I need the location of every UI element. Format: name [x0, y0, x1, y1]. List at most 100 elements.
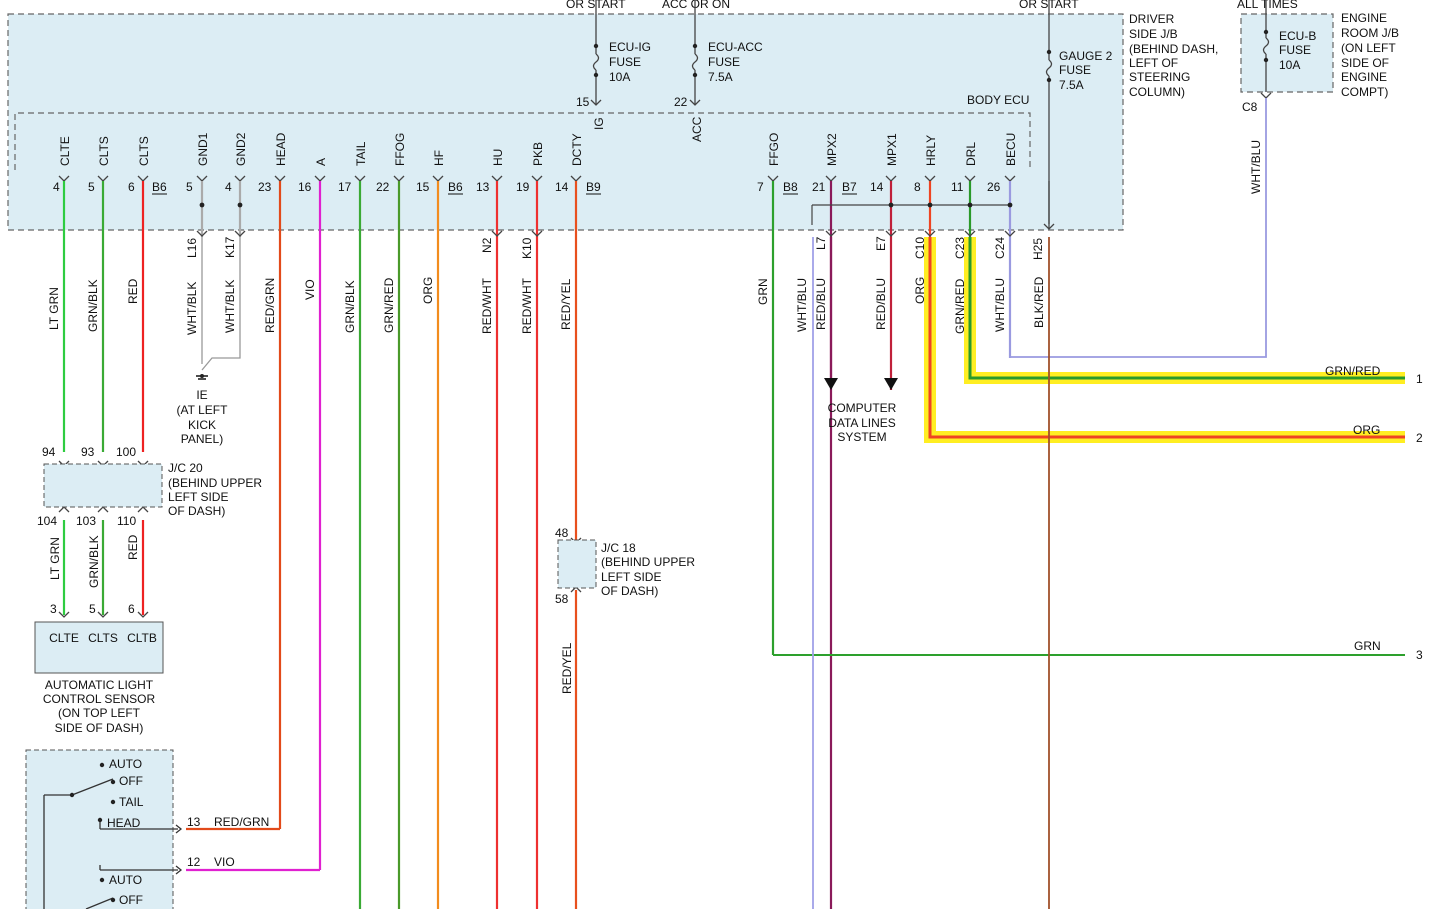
- switch-pos-auto-2: AUTO: [109, 873, 142, 887]
- sensor-wire-red: RED: [126, 534, 140, 560]
- becu-run: [1009, 98, 1267, 358]
- fuse-ecu-ig-2: FUSE: [609, 55, 641, 69]
- erjb-label-3: (ON LEFT: [1341, 41, 1396, 55]
- offpage-num-3: 3: [1416, 648, 1423, 662]
- wire-label-ffgo-13: GRN: [756, 278, 770, 305]
- terminal-pin-drl-17: 11: [951, 180, 964, 194]
- switch-wire-13: RED/GRN: [214, 815, 269, 829]
- terminal-name-drl-17: DRL: [964, 142, 978, 166]
- connector-name-pkb-11: K10: [520, 237, 534, 259]
- wire-label-gnd1-3: WHT/BLK: [185, 282, 199, 335]
- jb-label-2: SIDE J/B: [1129, 27, 1178, 41]
- terminal-name-dcty-12: DCTY: [570, 133, 584, 166]
- h25-label: H25: [1031, 238, 1045, 260]
- jc18-pin-58: 58: [555, 592, 569, 606]
- wire-label-clte-0: LT GRN: [47, 287, 61, 330]
- terminal-name-clte-0: CLTE: [58, 136, 72, 166]
- terminal-lower-chevron-gnd2-4: [234, 230, 246, 237]
- terminal-pin-clte-0: 4: [53, 180, 60, 194]
- connector-name-gnd1-3: L16: [185, 238, 199, 258]
- fuse-ecu-ig-3: 10A: [609, 70, 630, 84]
- jc18-label-3: LEFT SIDE: [601, 570, 661, 584]
- terminal-pin-mpx1-15: 14: [870, 180, 884, 194]
- cdl-label-2: DATA LINES: [828, 416, 896, 430]
- wire-label-becu-18: WHT/BLU: [993, 278, 1007, 332]
- fuse-ecu-ig-1: ECU-IG: [609, 40, 651, 54]
- connector-id-ffgo-13: B8: [783, 180, 798, 194]
- connector-id-mpx2-14: B7: [842, 180, 857, 194]
- jb-label-3: (BEHIND DASH,: [1129, 42, 1218, 56]
- wire-label-head-5: RED/GRN: [263, 278, 277, 333]
- offpage-num-2: 2: [1416, 431, 1423, 445]
- offpage-wire-3: GRN: [1354, 639, 1381, 653]
- jc20-label-3: LEFT SIDE: [168, 490, 228, 504]
- terminal-pin-head-5: 23: [258, 180, 272, 194]
- terminal-lower-chevron-hrly-16: [924, 230, 936, 237]
- jc20-label-4: OF DASH): [168, 504, 225, 518]
- terminal-lower-chevron-mpx1-15: [885, 230, 897, 237]
- switch-wire-12: VIO: [214, 855, 235, 869]
- terminal-lower-chevron-pkb-11: [531, 230, 543, 237]
- gnd1-junction: [199, 202, 205, 208]
- sensor-term-cltb: CLTB: [127, 631, 157, 645]
- wire-label-ffog-8: GRN/RED: [382, 277, 396, 333]
- connector-name-hu-10: N2: [480, 237, 494, 253]
- fuse-ecu-acc-2: FUSE: [708, 55, 740, 69]
- terminal-name-ffgo-13: FFGO: [767, 133, 781, 166]
- erjb-label-4: SIDE OF: [1341, 56, 1389, 70]
- terminal-pin-becu-18: 26: [987, 180, 1001, 194]
- sensor-chevron-1: [97, 611, 109, 618]
- connector-name-hrly-16: C10: [913, 237, 927, 259]
- fuse-gauge2-3: 7.5A: [1059, 78, 1084, 92]
- terminal-pin-hrly-16: 8: [914, 180, 921, 194]
- offpage-wire-1: GRN/RED: [1325, 364, 1381, 378]
- jc18-label-4: OF DASH): [601, 584, 658, 598]
- terminal-name-tail-7: TAIL: [354, 141, 368, 166]
- sensor-label-4: SIDE OF DASH): [55, 721, 144, 735]
- terminal-name-head-5: HEAD: [274, 132, 288, 166]
- terminal-name-a-6: A: [314, 158, 328, 166]
- connector-name-mpx2-14: L7: [814, 236, 828, 250]
- connector-name-becu-18: C24: [993, 237, 1007, 259]
- engine-room-jb-box: [1240, 13, 1334, 93]
- connector-name-drl-17: C23: [953, 237, 967, 259]
- blk-red-wire: BLK/RED: [1032, 276, 1046, 328]
- erjb-label-2: ROOM J/B: [1341, 26, 1399, 40]
- wire-label-mpx2-14: RED/BLU: [814, 278, 828, 330]
- terminal-name-pkb-11: PKB: [531, 142, 545, 166]
- acc-pin-name: ACC: [690, 116, 704, 142]
- terminal-pin-hf-9: 15: [416, 180, 430, 194]
- fuse-gauge2-2: FUSE: [1059, 63, 1091, 77]
- fuse-ecu-b-2: FUSE: [1279, 43, 1311, 57]
- offpage-wire-2: ORG: [1353, 423, 1380, 437]
- wire-label-tail-7: GRN/BLK: [343, 280, 357, 333]
- mpx-bus-junction-0: [888, 202, 894, 208]
- mpx-bus-junction-2: [967, 202, 973, 208]
- wire-label-a-6: VIO: [303, 279, 317, 300]
- terminal-pin-mpx2-14: 21: [812, 180, 826, 194]
- wire-label-hf-9: ORG: [421, 277, 435, 304]
- fuse-ecu-acc-3: 7.5A: [708, 70, 733, 84]
- switch-pos-auto: AUTO: [109, 757, 142, 771]
- mpx2-arrow: [824, 378, 838, 390]
- jc20-label-2: (BEHIND UPPER: [168, 476, 262, 490]
- terminal-pin-hu-10: 13: [476, 180, 490, 194]
- terminal-lower-chevron-mpx2-14: [825, 230, 837, 237]
- terminal-lower-chevron-gnd1-3: [196, 230, 208, 237]
- jc20-bottom-chevron-0: [58, 506, 70, 513]
- mpx-bus-junction-1: [927, 202, 933, 208]
- mpx-bus-junction-3: [1007, 202, 1013, 208]
- light-sensor-box: [34, 621, 164, 674]
- terminal-name-clts-2: CLTS: [137, 136, 151, 166]
- sensor-pin-5: 5: [89, 602, 96, 616]
- wire-label-hu-10: RED/WHT: [480, 277, 494, 334]
- fuse-gauge2-1: GAUGE 2: [1059, 49, 1113, 63]
- mpx-wht-blu-wire: WHT/BLU: [795, 278, 809, 332]
- wire-label-gnd2-4: WHT/BLK: [223, 280, 237, 333]
- ig-pin-name: IG: [592, 117, 606, 130]
- jc18-label-2: (BEHIND UPPER: [601, 555, 695, 569]
- erjb-label-6: COMPT): [1341, 85, 1388, 99]
- switch-pos-off-2: OFF: [119, 893, 143, 907]
- switch-pos-head: HEAD: [107, 816, 141, 830]
